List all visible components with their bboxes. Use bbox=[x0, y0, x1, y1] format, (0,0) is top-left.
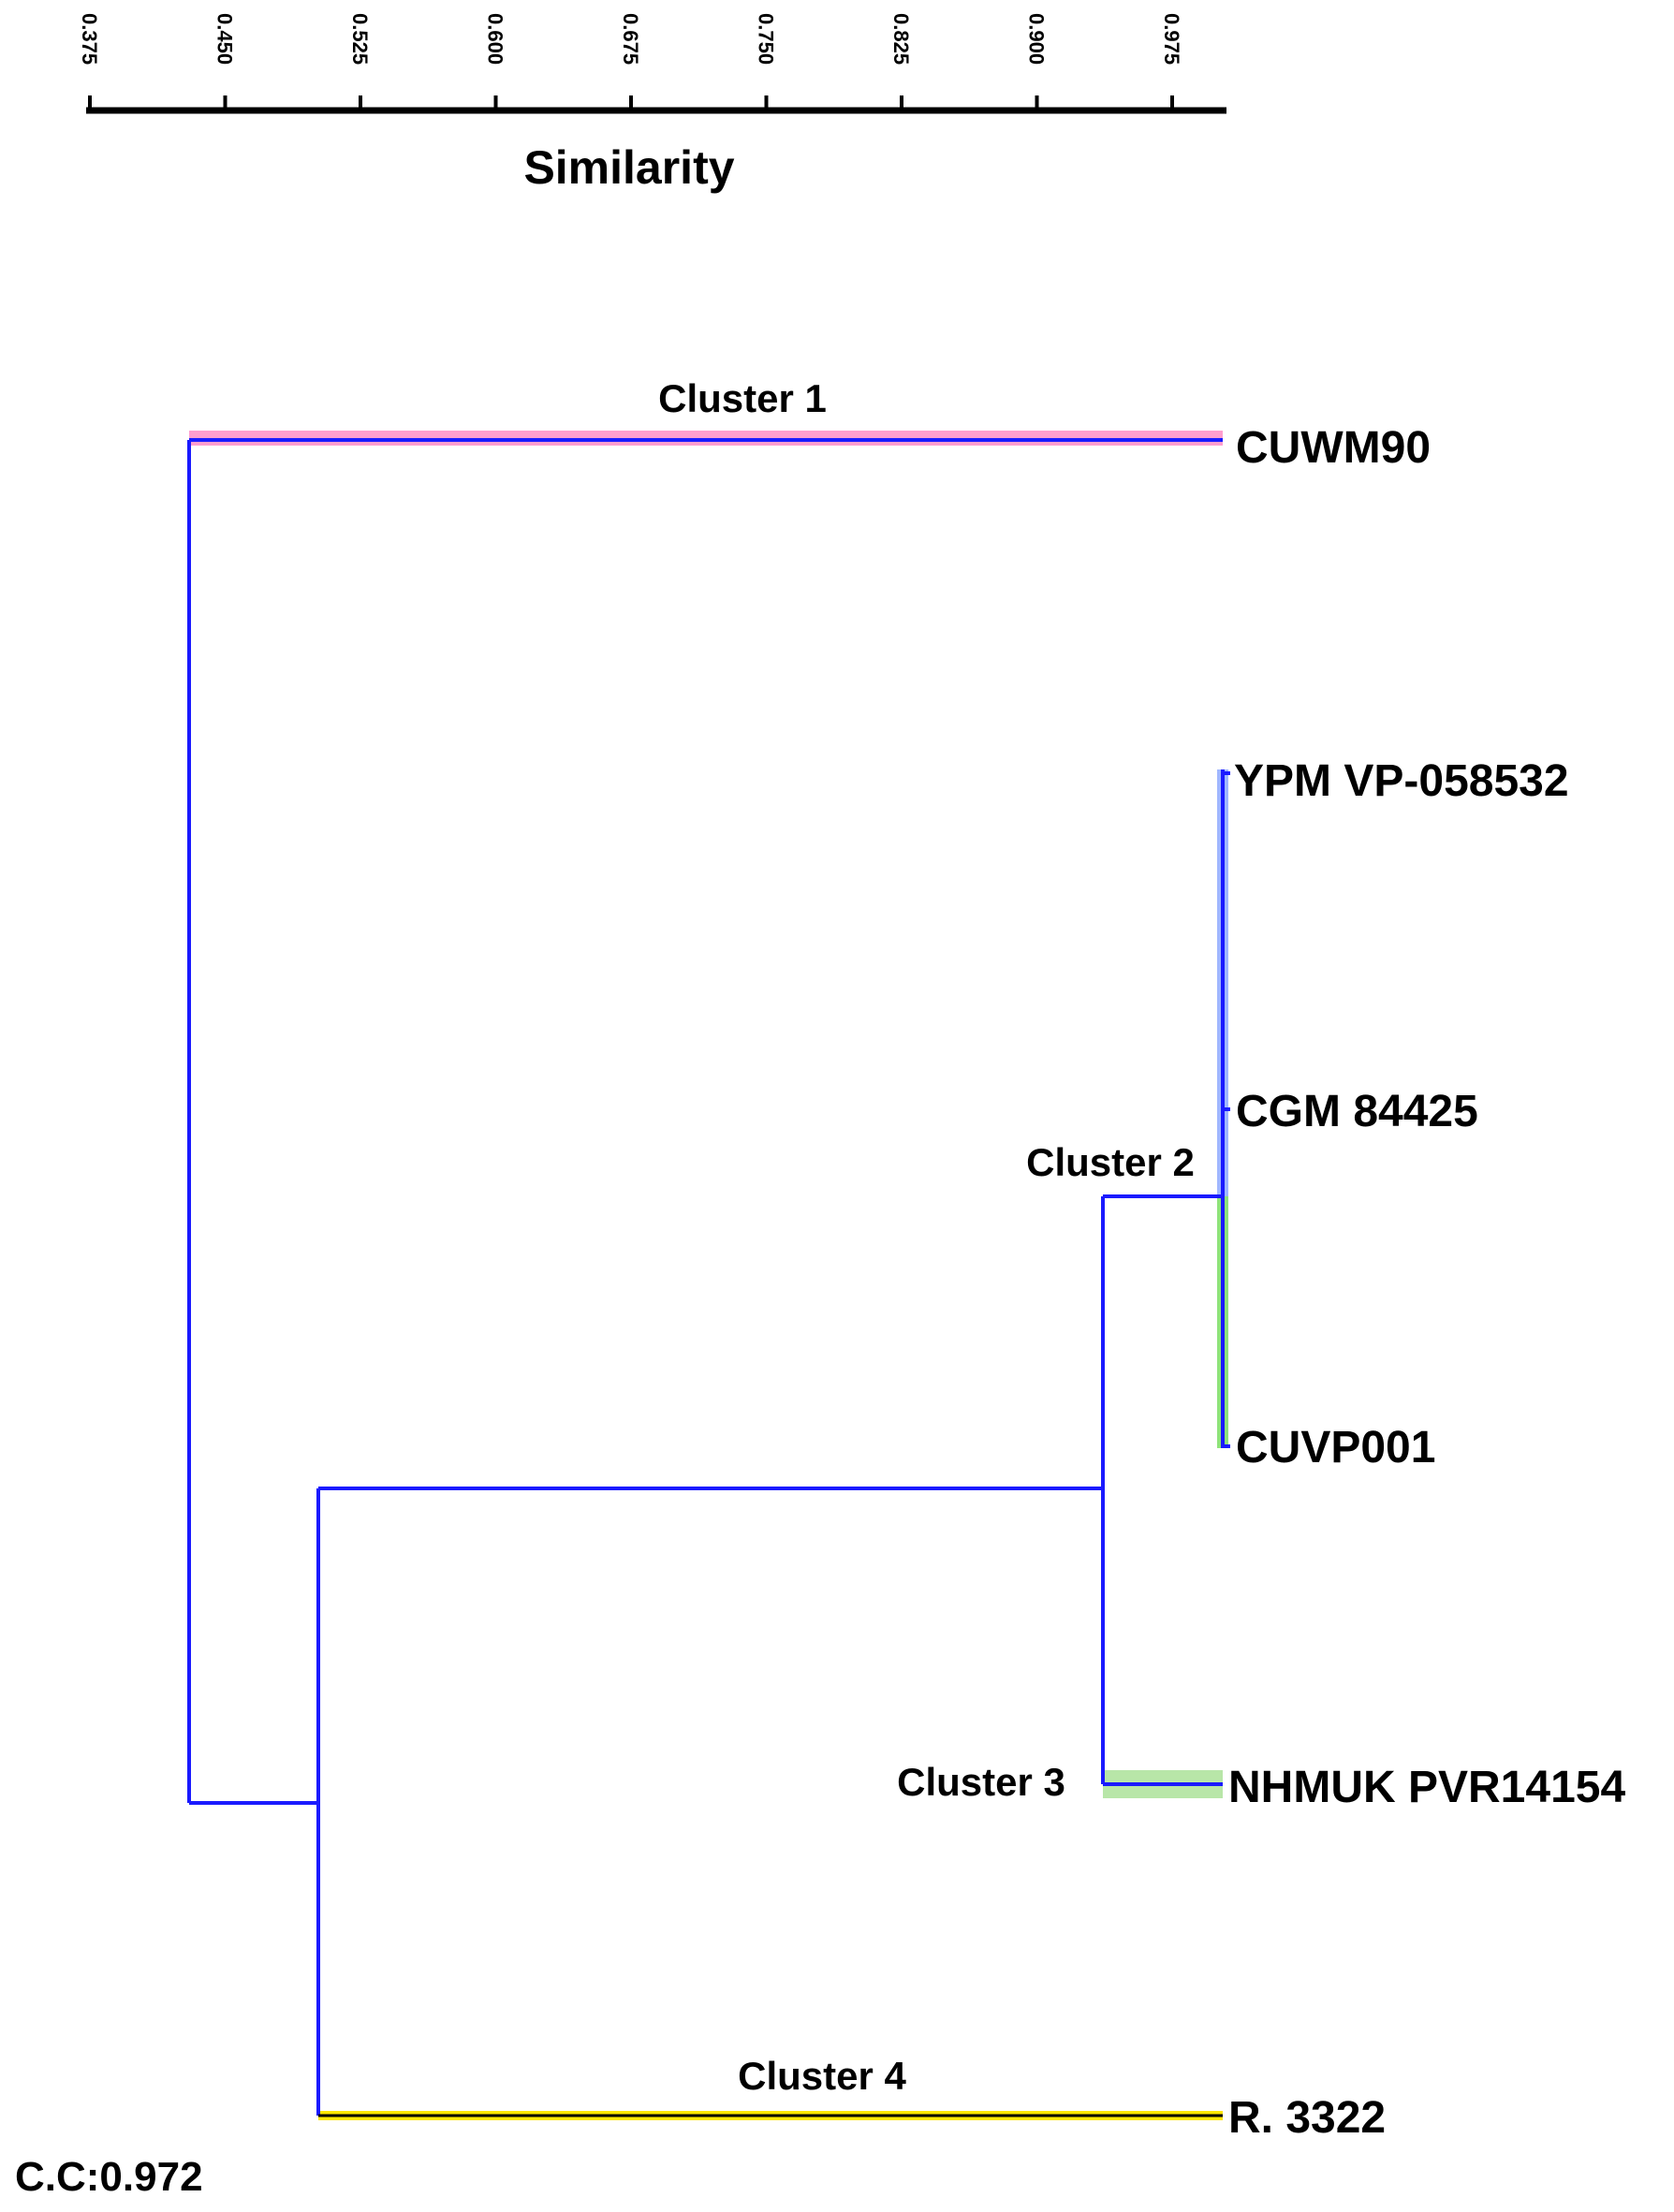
leaf-label: R. 3322 bbox=[1228, 2093, 1386, 2143]
leaf-label: YPM VP-058532 bbox=[1234, 756, 1569, 806]
axis-tick-label: 0.975 bbox=[1160, 13, 1183, 65]
cophenetic-correlation: C.C:0.972 bbox=[15, 2154, 203, 2200]
axis-title: Similarity bbox=[523, 141, 734, 194]
leaf-label: CUWM90 bbox=[1236, 423, 1431, 473]
axis-tick-label: 0.675 bbox=[619, 13, 642, 65]
axis-tick-label: 0.900 bbox=[1025, 13, 1049, 65]
axis-tick-label: 0.750 bbox=[755, 13, 778, 65]
leaf-label: CUVP001 bbox=[1236, 1423, 1435, 1472]
axis-tick-label: 0.450 bbox=[213, 13, 237, 65]
cluster-labels: Cluster 1 Cluster 2 Cluster 3 Cluster 4 bbox=[658, 376, 1195, 2098]
cluster-2-label: Cluster 2 bbox=[1026, 1140, 1195, 1184]
axis-tick-label: 0.375 bbox=[78, 13, 101, 65]
branches bbox=[187, 438, 1230, 2117]
axis-tick-label: 0.825 bbox=[889, 13, 913, 65]
leaf-label: CGM 84425 bbox=[1236, 1087, 1478, 1136]
cluster-4-label: Cluster 4 bbox=[738, 2054, 906, 2098]
cluster-1-label: Cluster 1 bbox=[658, 376, 827, 420]
leaf-label: NHMUK PVR14154 bbox=[1228, 1763, 1625, 1812]
similarity-axis: 0.375 0.450 0.525 0.600 0.675 0.750 0.825 0.900… bbox=[78, 13, 1226, 194]
cluster-3-label: Cluster 3 bbox=[897, 1760, 1065, 1804]
axis-tick-label: 0.525 bbox=[348, 13, 372, 65]
axis-tick-label: 0.600 bbox=[484, 13, 507, 65]
leaf-labels: CUWM90 YPM VP-058532 CGM 84425 CUVP001 N… bbox=[1228, 423, 1625, 2143]
cluster-highlights bbox=[189, 431, 1228, 2120]
axis-ticks: 0.375 0.450 0.525 0.600 0.675 0.750 0.825 0.900… bbox=[78, 13, 1183, 110]
